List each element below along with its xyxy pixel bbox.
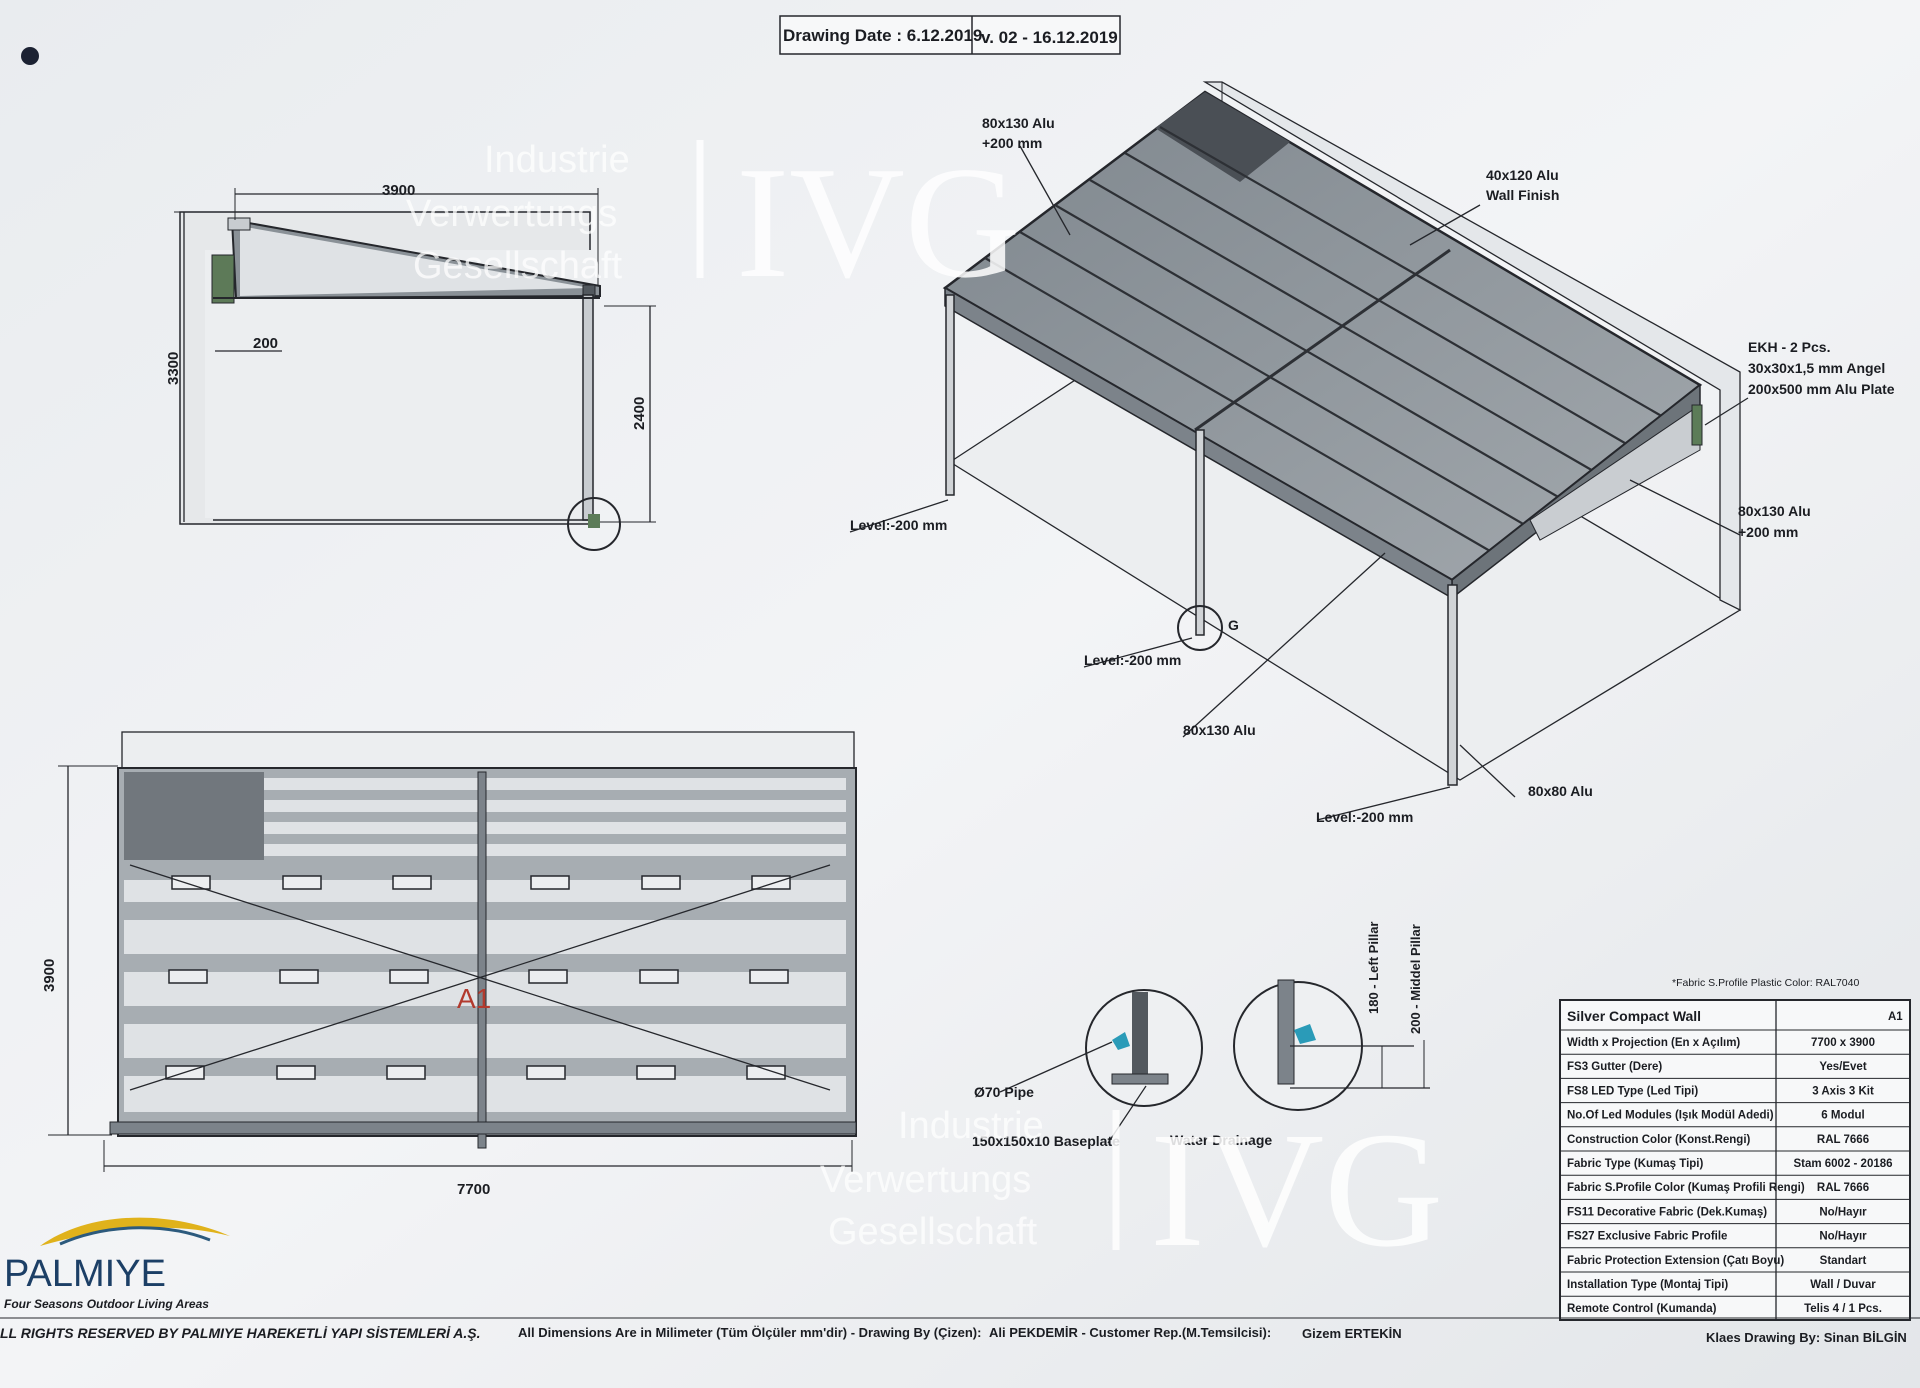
footer-rep: Gizem ERTEKİN: [1302, 1326, 1402, 1341]
spec-rows: Width x Projection (En x Açılım) 7700 x 3…: [1560, 1029, 1910, 1315]
brand-tagline: Four Seasons Outdoor Living Areas: [4, 1297, 209, 1311]
side-view: 3900 200 3300 2400: [165, 182, 656, 551]
spec-row-label: Construction Color (Konst.Rengi): [1567, 1134, 1751, 1146]
footer-drawn-by: Ali PEKDEMİR - Customer Rep.(M.Temsilcis…: [989, 1325, 1271, 1340]
drawing-version: v. 02 - 16.12.2019: [981, 28, 1118, 47]
pillar-middle: [1195, 429, 1205, 636]
spec-table: *Fabric S.Profile Plastic Color: RAL7040…: [1559, 977, 1911, 1321]
plan-view: A1 3900 7700: [41, 731, 857, 1198]
spec-row-value: 7700 x 3900: [1811, 1037, 1875, 1049]
label-wall-finish-1: 40x120 Alu: [1486, 167, 1559, 183]
palmiye-swoosh: [40, 1217, 230, 1246]
spec-row-label: Width x Projection (En x Açılım): [1567, 1037, 1740, 1049]
footer-klaes: Klaes Drawing By: Sinan BİLGİN: [1706, 1330, 1907, 1345]
watermark-b-line1: Industrie: [898, 1105, 1044, 1147]
detail-water-label: Water Drainage: [1170, 1132, 1272, 1148]
spec-row-value: Telis 4 / 1 Pcs.: [1804, 1303, 1882, 1315]
footer: LL RIGHTS RESERVED BY PALMIYE HAREKETLİ …: [0, 1317, 1920, 1345]
spec-row-label: FS3 Gutter (Dere): [1567, 1061, 1662, 1073]
spec-row-label: Fabric Type (Kumaş Tipi): [1567, 1158, 1703, 1170]
spec-row-label: Fabric S.Profile Color (Kumaş Profili Re…: [1567, 1182, 1805, 1194]
label-top-beam-1: 80x130 Alu: [982, 115, 1055, 131]
side-height-dim: 3300: [165, 352, 182, 385]
label-level-3: Level:-200 mm: [1316, 809, 1413, 825]
side-width-dim: 3900: [382, 182, 415, 199]
spec-row-label: FS27 Exclusive Fabric Profile: [1567, 1231, 1727, 1243]
watermark-line2: Verwertungs: [406, 193, 617, 235]
side-front-height-dim: 2400: [631, 397, 648, 430]
label-level-1: Level:-200 mm: [850, 517, 947, 533]
spec-row-value: 6 Modul: [1821, 1110, 1864, 1122]
watermark-b-line2: Verwertungs: [820, 1159, 1031, 1201]
spec-note: *Fabric S.Profile Plastic Color: RAL7040: [1672, 977, 1859, 989]
watermark-line3: Gesellschaft: [413, 245, 623, 287]
pillar-right: [1447, 584, 1458, 786]
detail-left-pillar-label: 180 - Left Pillar: [1366, 922, 1381, 1014]
side-offset-dim: 200: [253, 335, 278, 352]
spec-row-label: FS11 Decorative Fabric (Dek.Kumaş): [1567, 1206, 1767, 1218]
isometric-view: G 80x130 Alu +200 mm 40x120 Alu Wall Fin…: [849, 81, 1895, 825]
detail-drawings: Ø70 Pipe 150x150x10 Baseplate Water Drai…: [972, 922, 1430, 1149]
spec-row-value: Yes/Evet: [1819, 1061, 1866, 1073]
spec-row-value: Stam 6002 - 20186: [1793, 1158, 1892, 1170]
spec-row-value: 3 Axis 3 Kit: [1812, 1085, 1874, 1097]
footer-dims-note: All Dimensions Are in Milimeter (Tüm Ölç…: [518, 1325, 981, 1340]
label-pillar: 80x80 Alu: [1528, 783, 1593, 799]
spec-row-label: Installation Type (Montaj Tipi): [1567, 1279, 1728, 1291]
detail-pipe-label: Ø70 Pipe: [974, 1084, 1034, 1100]
detail-middle-pillar-label: 200 - Middel Pillar: [1408, 924, 1423, 1034]
spec-row-value: RAL 7666: [1817, 1182, 1869, 1194]
plan-marker: A1: [457, 983, 491, 1014]
spec-row-label: FS8 LED Type (Led Tipi): [1567, 1085, 1698, 1097]
label-ekh-1: EKH - 2 Pcs.: [1748, 339, 1830, 355]
plan-height-dim: 3900: [41, 959, 58, 992]
spec-row-value: No/Hayır: [1819, 1206, 1867, 1218]
spec-row-value: Wall / Duvar: [1810, 1279, 1876, 1291]
spec-row-value: No/Hayır: [1819, 1231, 1867, 1243]
watermark-bottom: Industrie Verwertungs Gesellschaft IVG: [820, 1098, 1443, 1281]
footer-rights: LL RIGHTS RESERVED BY PALMIYE HAREKETLİ …: [0, 1325, 480, 1341]
brand-block: PALMIYE Four Seasons Outdoor Living Area…: [4, 1217, 230, 1311]
detail-baseplate-label: 150x150x10 Baseplate: [972, 1133, 1120, 1149]
watermark-b-line3: Gesellschaft: [828, 1211, 1038, 1253]
spec-row-value: Standart: [1820, 1255, 1867, 1267]
label-wall-finish-2: Wall Finish: [1486, 187, 1559, 203]
spec-row-label: Fabric Protection Extension (Çatı Boyu): [1567, 1255, 1784, 1267]
spec-code: A1: [1888, 1011, 1903, 1023]
label-level-2: Level:-200 mm: [1084, 652, 1181, 668]
drawing-date: Drawing Date : 6.12.2019: [783, 26, 982, 45]
brand-name: PALMIYE: [4, 1253, 166, 1295]
label-side-beam-2: +200 mm: [1738, 524, 1798, 540]
plan-width-dim: 7700: [457, 1181, 490, 1198]
watermark-top: Industrie Verwertungs Gesellschaft IVG: [406, 133, 1020, 311]
watermark-b-logo: IVG: [1150, 1098, 1443, 1281]
spec-row-label: No.Of Led Modules (Işık Modül Adedi): [1567, 1110, 1774, 1122]
header-box: Drawing Date : 6.12.2019 v. 02 - 16.12.2…: [779, 15, 1121, 55]
detail-g-marker: G: [1228, 617, 1239, 633]
watermark-line1: Industrie: [484, 139, 630, 181]
watermark-logo: IVG: [736, 133, 1020, 311]
label-front-beam: 80x130 Alu: [1183, 722, 1256, 738]
label-ekh-2: 30x30x1,5 mm Angel: [1748, 360, 1885, 376]
spec-row-label: Remote Control (Kumanda): [1567, 1303, 1717, 1315]
spec-title: Silver Compact Wall: [1567, 1008, 1701, 1024]
pillar-left: [945, 294, 955, 496]
label-top-beam-2: +200 mm: [982, 135, 1042, 151]
ink-dot: [21, 47, 39, 65]
label-side-beam-1: 80x130 Alu: [1738, 503, 1811, 519]
label-ekh-3: 200x500 mm Alu Plate: [1748, 381, 1895, 397]
spec-row-value: RAL 7666: [1817, 1134, 1869, 1146]
